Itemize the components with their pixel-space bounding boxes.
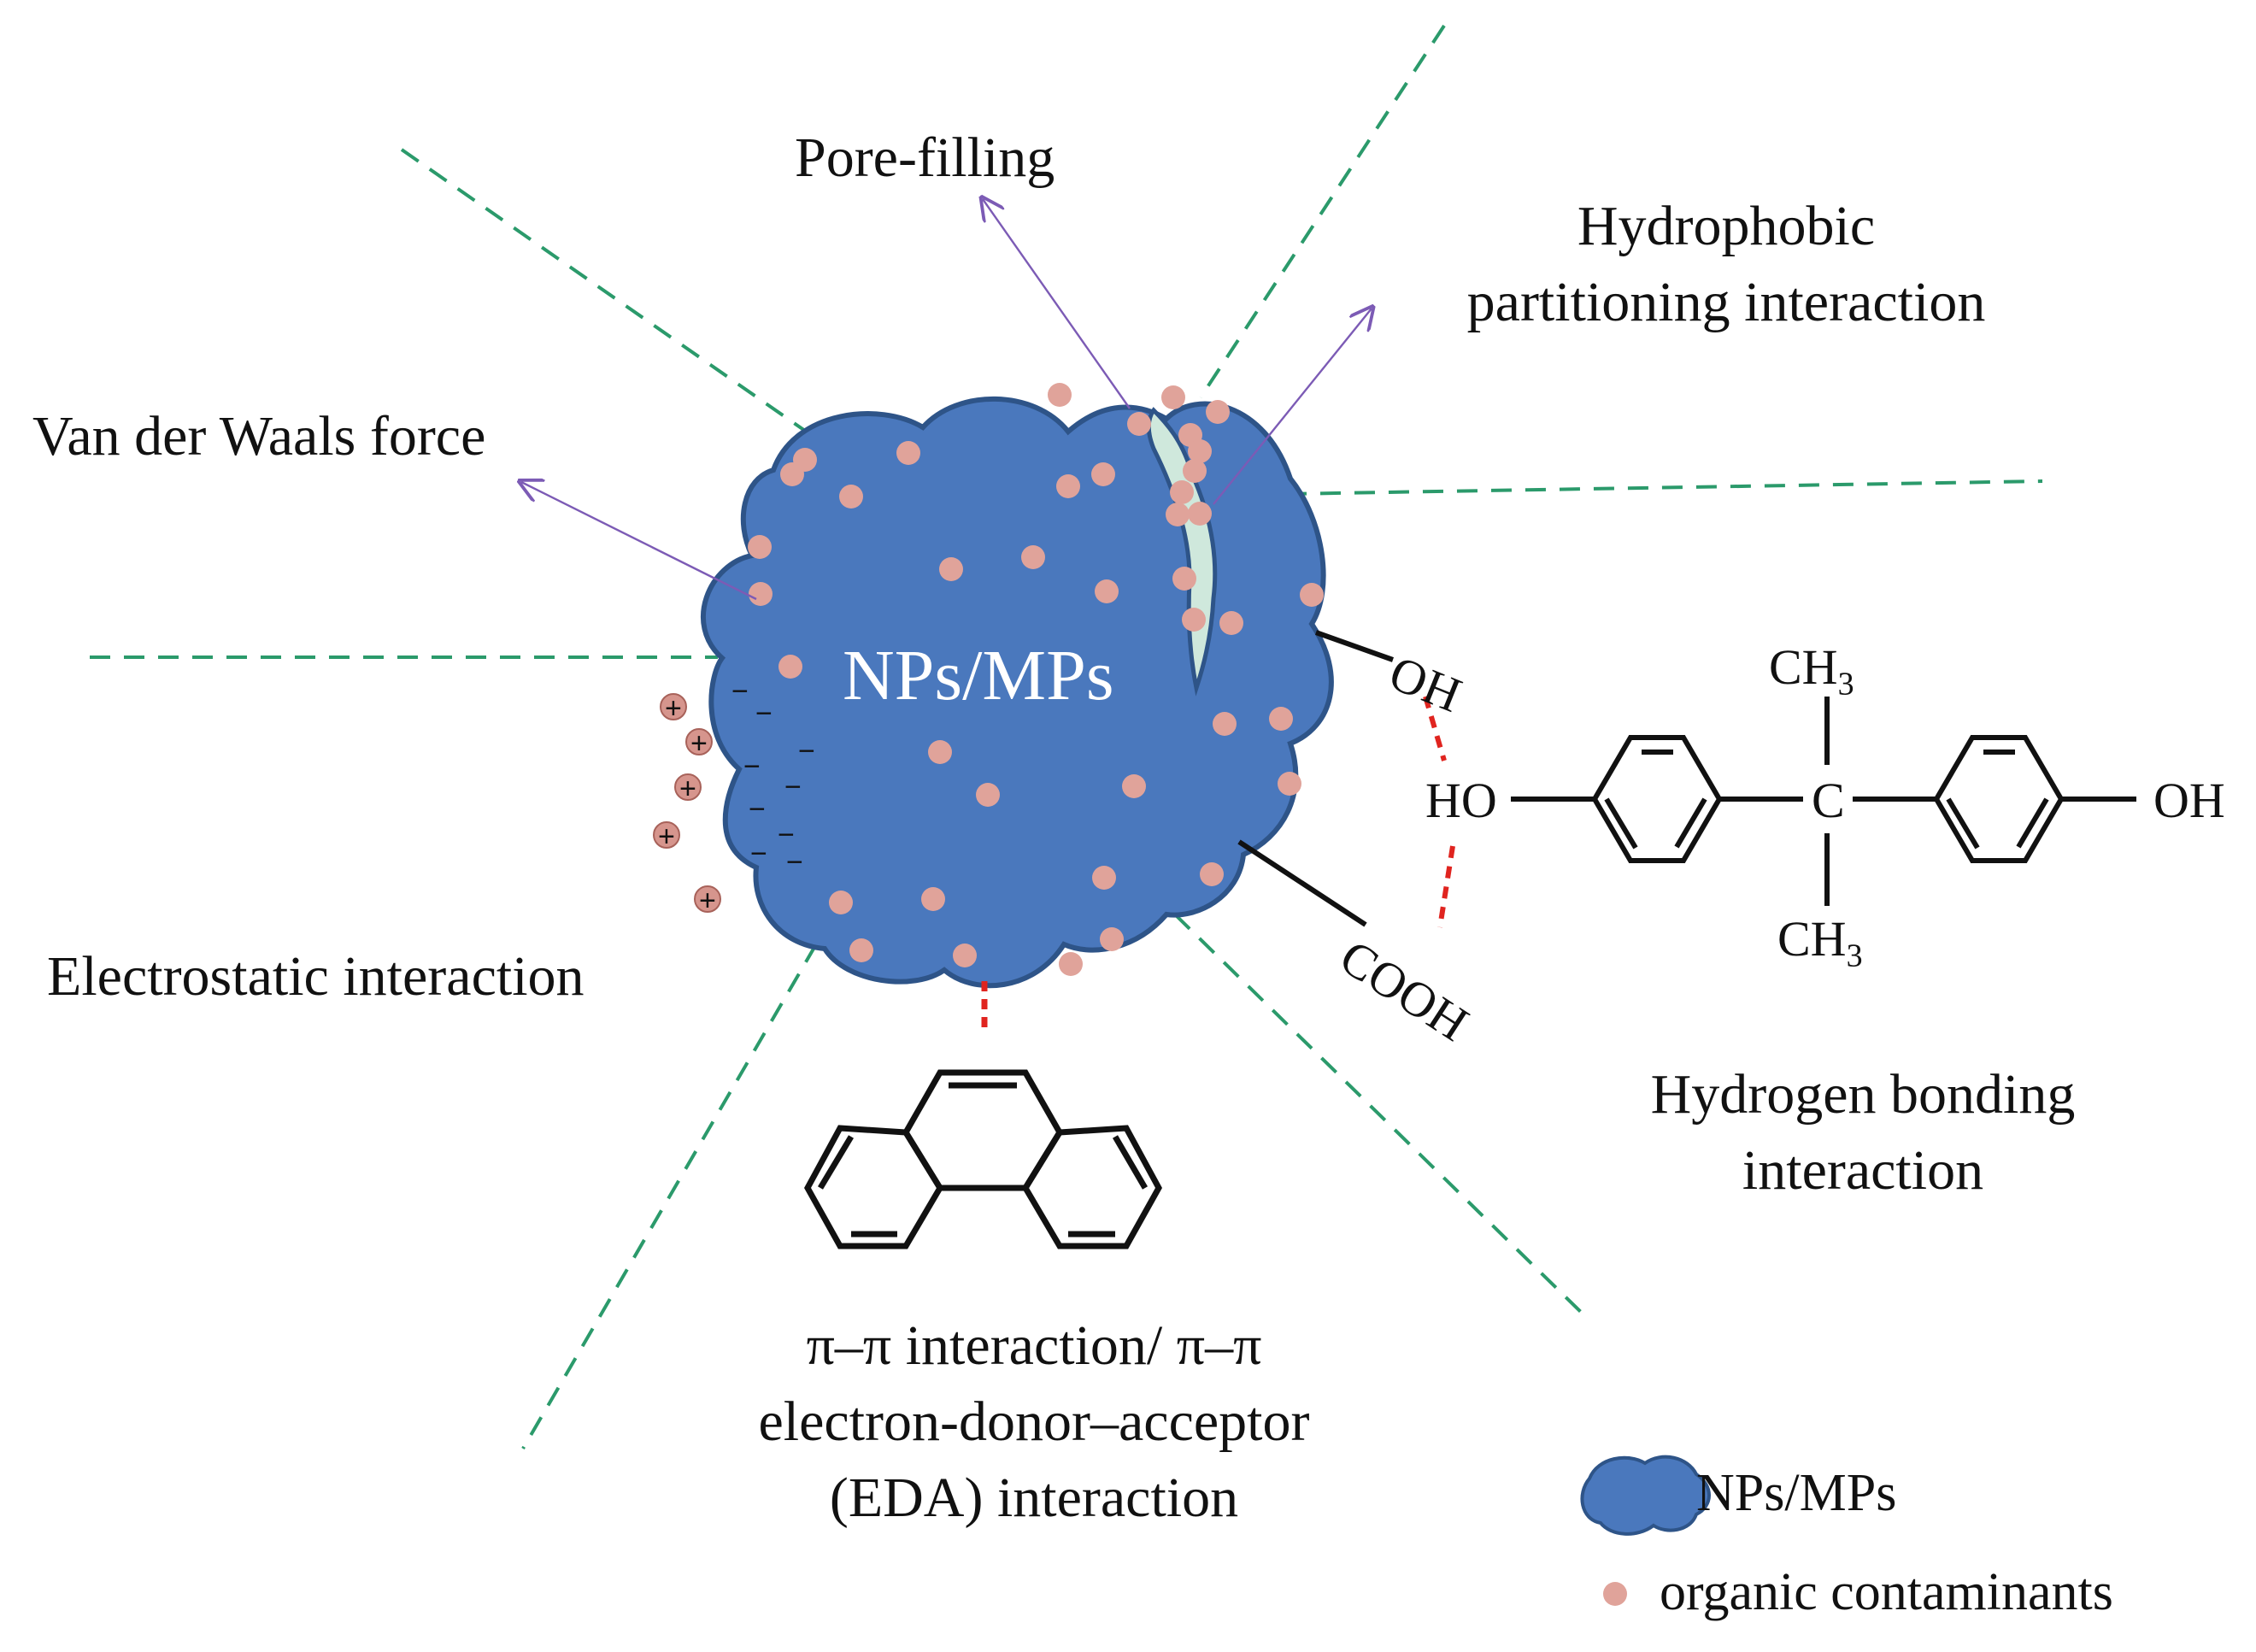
label-electrostatic: Electrostatic interaction: [47, 945, 585, 1008]
divider-upper-right: [1199, 24, 1446, 399]
divider-lower-right: [1173, 913, 1591, 1322]
label-hydrogen-line2: interaction: [1742, 1139, 1984, 1202]
label-van-der-waals: Van der Waals force: [32, 405, 486, 467]
surface-charge-2: −: [755, 697, 773, 730]
bpa-center-carbon: C: [1812, 773, 1845, 828]
label-hydrophobic: Hydrophobic partitioning interaction: [1401, 188, 2051, 340]
legend-particle-icon: [1580, 1455, 1711, 1536]
surface-charge-9: −: [786, 846, 803, 879]
contaminant-dots: [748, 383, 1324, 976]
label-hydrogen-line1: Hydrogen bonding: [1650, 1063, 2076, 1126]
bpa-bottom-methyl-text: CH: [1777, 911, 1847, 967]
divider-right: [1285, 479, 2043, 496]
surface-charge-3: −: [798, 735, 815, 767]
label-pi-interaction: π–π interaction/ π–π electron-donor–acce…: [649, 1308, 1419, 1536]
legend-item-particles: NPs/MPs: [1696, 1464, 1897, 1522]
bpa-bottom-methyl: CH3: [1777, 914, 1863, 973]
contaminant-charge-2: +: [690, 727, 708, 760]
arrow-hydrophobic: [1213, 309, 1372, 505]
bpa-top-methyl: CH3: [1769, 643, 1854, 701]
label-hydrophobic-line1: Hydrophobic: [1577, 195, 1876, 257]
label-hydrophobic-line2: partitioning interaction: [1466, 271, 1986, 334]
contaminant-charge-5: +: [699, 885, 716, 917]
legend-contaminant-dot: [1603, 1582, 1627, 1606]
sector-dividers: [90, 24, 2043, 1450]
contaminant-charge-3: +: [679, 773, 696, 805]
surface-charge-7: −: [778, 819, 795, 851]
bpa-top-methyl-text: CH: [1769, 639, 1838, 695]
bpa-right-hydroxyl: OH: [2153, 773, 2225, 828]
surface-charge-4: −: [743, 750, 761, 783]
bpa-bottom-methyl-subscript: 3: [1846, 938, 1863, 974]
legend-item-contaminants: organic contaminants: [1660, 1563, 2113, 1621]
label-pore-filling: Pore-filling: [795, 126, 1055, 189]
arrow-pore-filling: [983, 199, 1131, 409]
particle-blob: [700, 396, 1334, 989]
hydrogen-bond-lines: [1423, 696, 1455, 928]
arrow-van-der-waals: [521, 482, 757, 601]
contaminant-charge-4: +: [658, 820, 675, 853]
divider-lower-left: [521, 943, 818, 1450]
contaminant-charge-1: +: [665, 692, 682, 725]
bpa-top-methyl-subscript: 3: [1837, 666, 1854, 703]
surface-charge-1: −: [731, 675, 749, 708]
label-arrows: [521, 199, 1372, 601]
positive-charge-markers: [653, 693, 721, 913]
surface-charge-6: −: [749, 793, 766, 826]
label-pi-line3: (EDA) interaction: [829, 1467, 1239, 1530]
surface-charge-5: −: [784, 771, 802, 803]
functional-group-bonds: [1237, 630, 1395, 927]
label-pi-line1: π–π interaction/ π–π: [806, 1314, 1262, 1377]
label-pi-line2: electron-donor–acceptor: [758, 1390, 1310, 1454]
surface-charge-8: −: [750, 838, 767, 870]
divider-upper-left: [400, 148, 826, 446]
bpa-left-hydroxyl: HO: [1425, 773, 1497, 828]
label-hydrogen-bonding: Hydrogen bonding interaction: [1538, 1056, 2188, 1208]
bisphenol-a-structure: [1511, 697, 2136, 906]
phenanthrene-structure: [804, 981, 1162, 1249]
particle-label: NPs/MPs: [843, 636, 1114, 715]
